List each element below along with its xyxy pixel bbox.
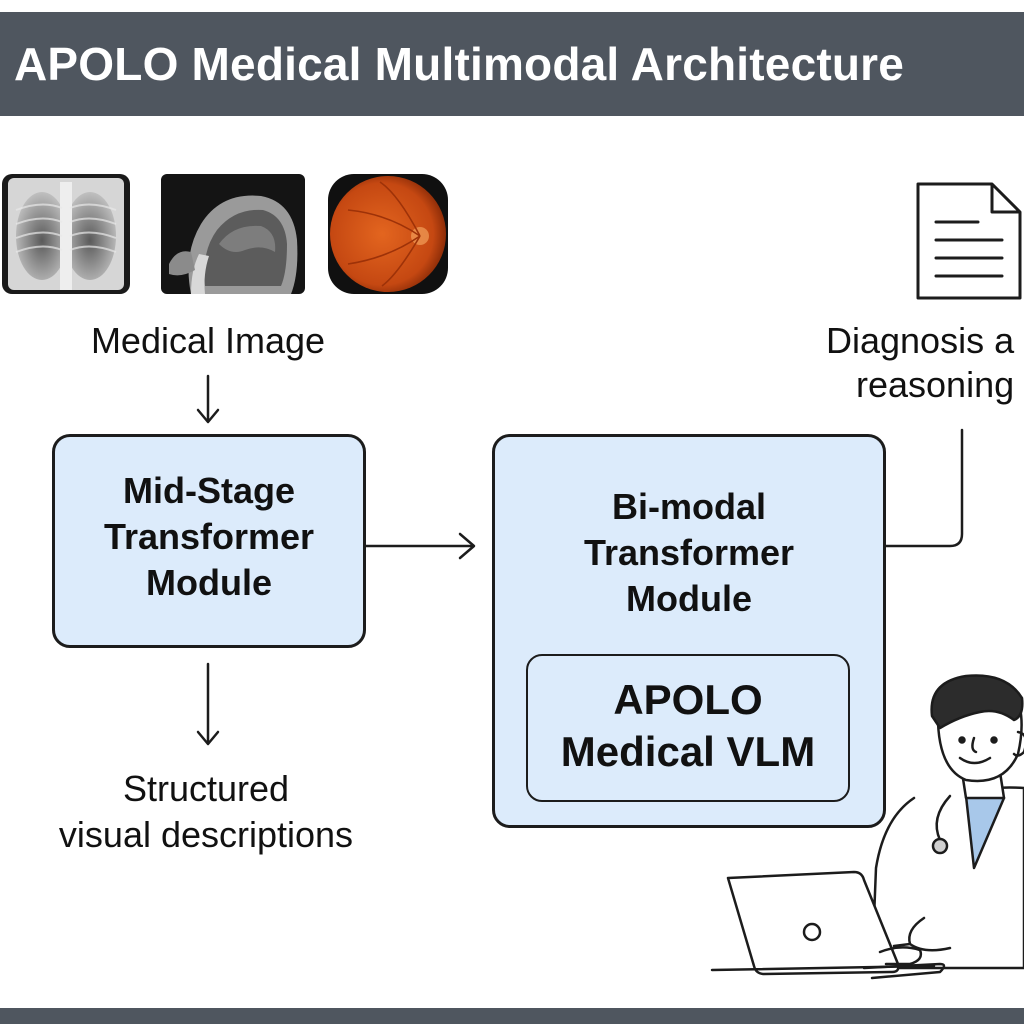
top-margin bbox=[0, 0, 1024, 12]
doctor-illustration bbox=[710, 674, 1024, 980]
mid-stage-line2: Transformer bbox=[103, 516, 315, 557]
mid-stage-line3: Module bbox=[146, 562, 272, 603]
apolo-vlm-line1: APOLO bbox=[613, 676, 763, 723]
structured-line2: visual descriptions bbox=[58, 814, 354, 855]
chest-xray-thumbnail bbox=[2, 174, 130, 294]
title-bar: APOLO Medical Multimodal Architecture bbox=[0, 12, 1024, 116]
output-line2: reasoning bbox=[856, 364, 1015, 405]
output-line1: Diagnosis a bbox=[826, 320, 1015, 361]
structured-line1: Structured bbox=[122, 768, 290, 809]
fundus-photo-thumbnail bbox=[328, 174, 448, 294]
medical-image-label: Medical Image bbox=[90, 320, 326, 361]
bimodal-line3: Module bbox=[626, 578, 752, 619]
connector-bimodal-to-output bbox=[884, 428, 964, 548]
mid-stage-line1: Mid-Stage bbox=[122, 470, 295, 511]
mid-stage-transformer-box bbox=[52, 434, 366, 648]
bottom-border bbox=[0, 1008, 1024, 1024]
bimodal-line2: Transformer bbox=[583, 532, 795, 573]
bimodal-line1: Bi-modal bbox=[611, 486, 766, 527]
page-title: APOLO Medical Multimodal Architecture bbox=[14, 38, 905, 90]
document-icon bbox=[916, 182, 1022, 300]
apolo-vlm-box bbox=[526, 654, 850, 802]
head-mri-thumbnail bbox=[161, 174, 305, 294]
apolo-vlm-line2: Medical VLM bbox=[560, 728, 816, 775]
